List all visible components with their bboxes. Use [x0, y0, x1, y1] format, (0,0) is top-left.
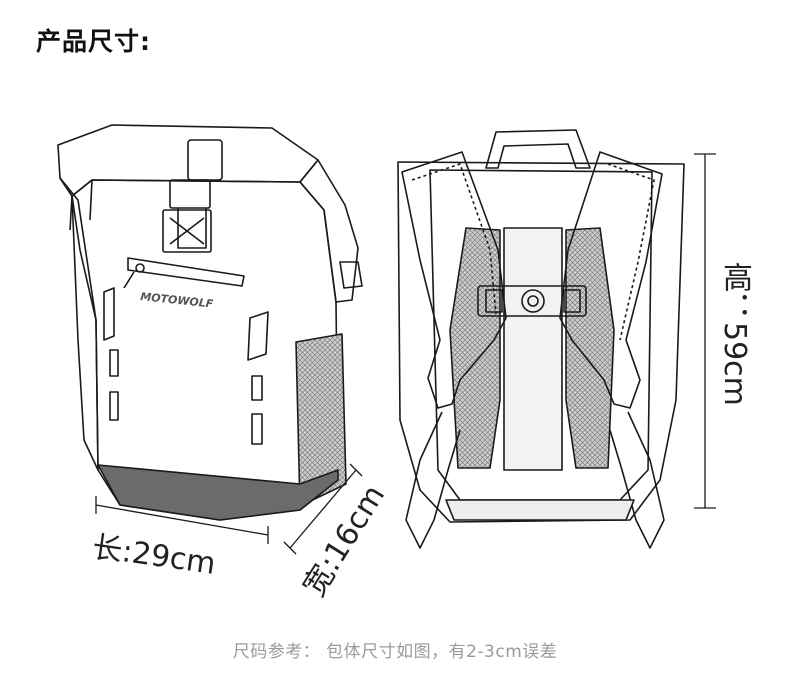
mesh-pocket — [295, 333, 347, 507]
zipper — [127, 257, 245, 287]
side-flap — [299, 159, 359, 303]
sternum-strap — [477, 285, 587, 317]
back-view — [397, 129, 685, 549]
back-body — [397, 161, 685, 523]
page-title: 产品尺寸: — [36, 27, 151, 56]
bottom-panel — [97, 464, 339, 521]
shoulder-strap-right — [559, 151, 663, 409]
shoulder-strap-left — [401, 151, 507, 409]
length-line — [95, 504, 269, 536]
mesh-panel-left — [449, 227, 501, 469]
buckle-tab — [162, 209, 212, 253]
top-handle — [485, 129, 591, 169]
height-label: 高：59cm — [717, 262, 752, 406]
left-side — [59, 177, 99, 471]
mesh-panel-right — [565, 227, 615, 469]
front-view — [57, 124, 363, 521]
width-line — [289, 469, 357, 549]
size-note: 尺码参考： 包体尺寸如图，有2-3cm误差 — [232, 642, 558, 662]
brand-logo: MOTOWOLF — [140, 290, 215, 311]
